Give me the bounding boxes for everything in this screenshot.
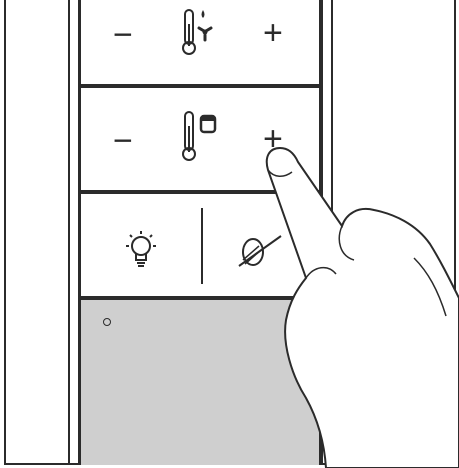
frame-divider-left	[68, 0, 70, 465]
lightbulb-icon[interactable]	[123, 230, 159, 276]
decrease-button[interactable]: −	[113, 18, 133, 52]
thermometer-water-icon	[183, 112, 223, 166]
pointing-finger-icon	[262, 148, 459, 468]
status-dot-icon	[103, 318, 111, 326]
thermometer-fan-icon	[183, 10, 223, 58]
increase-button[interactable]: +	[263, 16, 283, 50]
decrease-button[interactable]: −	[113, 124, 133, 158]
heating-fan-control-panel: − +	[79, 0, 321, 86]
button-divider	[201, 208, 203, 284]
